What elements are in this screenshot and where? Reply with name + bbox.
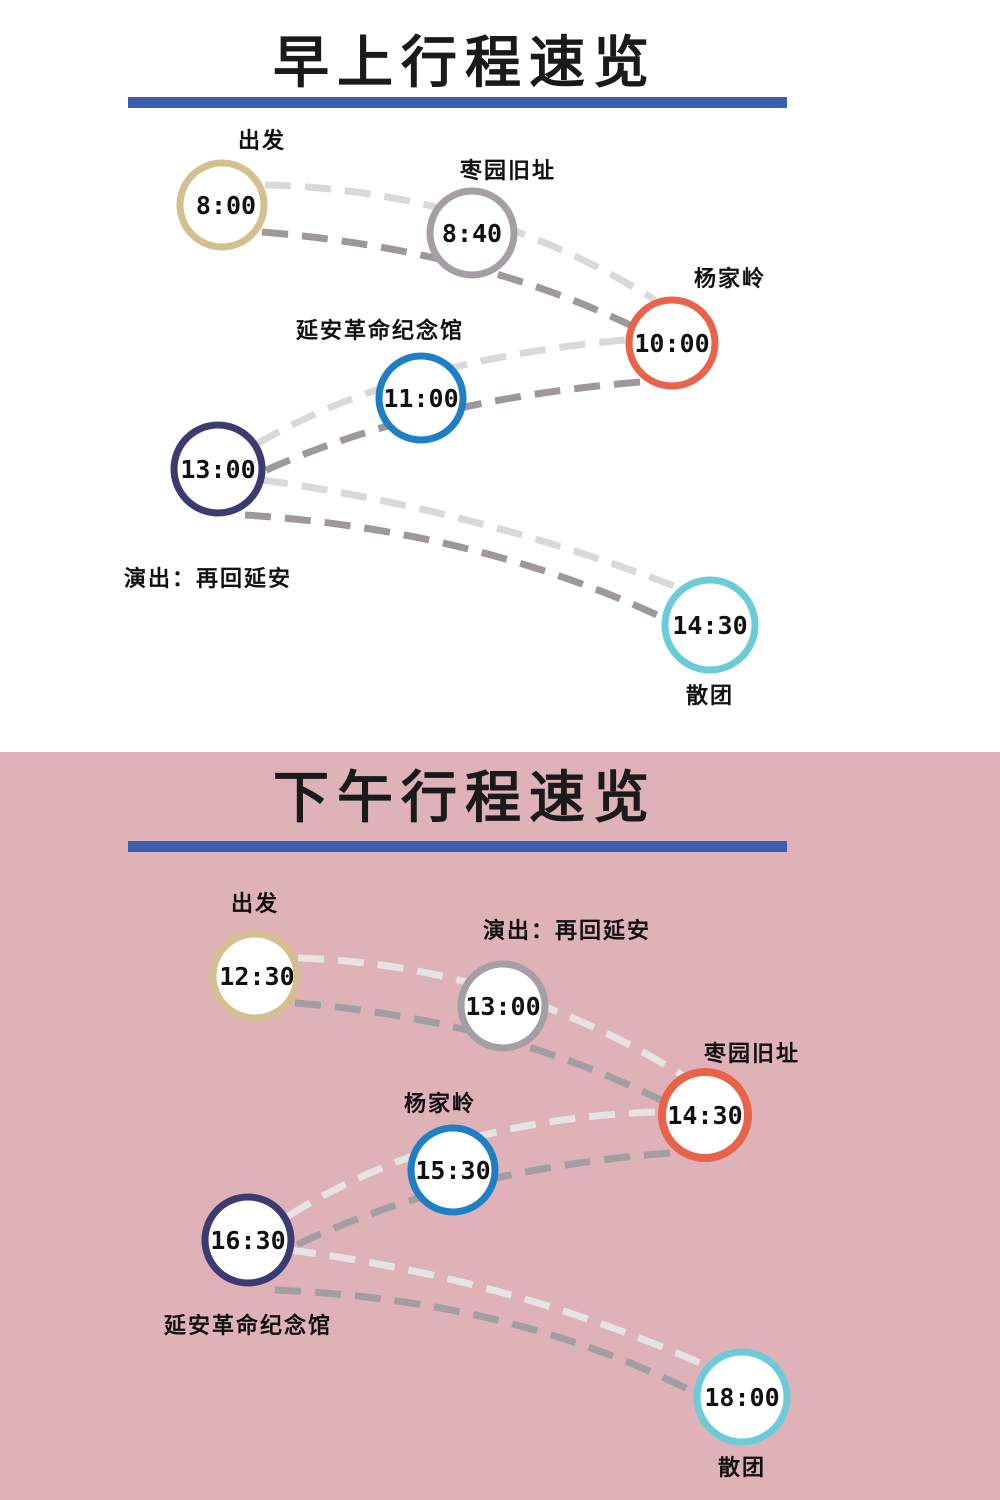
stop-label: 枣园旧址	[459, 159, 556, 184]
svg-text:12:30: 12:30	[219, 962, 294, 991]
stop-label: 出发	[231, 891, 279, 917]
svg-text:8:40: 8:40	[442, 219, 502, 248]
afternoon-diagram: 下午行程速览 12:30 13:00 14:30 15:30 16:30 18:…	[128, 766, 800, 1481]
route-line-light	[261, 476, 692, 596]
stop-label: 散团	[718, 1456, 766, 1481]
stop-node: 13:00	[170, 421, 266, 517]
stop-label: 延安革命纪念馆	[295, 318, 464, 344]
svg-text:11:00: 11:00	[383, 384, 458, 413]
svg-text:18:00: 18:00	[704, 1383, 779, 1412]
stop-node: 11:00	[375, 352, 467, 444]
svg-text:15:30: 15:30	[415, 1156, 490, 1185]
title-underline	[128, 97, 787, 108]
title-underline	[128, 841, 787, 852]
stop-label: 枣园旧址	[703, 1042, 800, 1067]
stop-node: 15:30	[407, 1124, 499, 1216]
stop-label: 演出：再回延安	[124, 566, 292, 592]
stop-node: 10:00	[625, 296, 719, 390]
svg-text:13:00: 13:00	[465, 992, 540, 1021]
afternoon-section: 下午行程速览 12:30 13:00 14:30 15:30 16:30 18:…	[0, 752, 1000, 1500]
route-line-light	[289, 1246, 722, 1376]
route-line-dark	[274, 1286, 707, 1402]
route-line-dark	[244, 511, 674, 626]
morning-title: 早上行程速览	[273, 31, 657, 96]
morning-diagram: 早上行程速览 8:00 8:40 10:00 11:00 13:00 14:30…	[124, 31, 787, 709]
stop-label: 出发	[238, 128, 286, 154]
stop-node: 12:30	[209, 930, 301, 1022]
stop-label: 散团	[686, 684, 734, 709]
stop-label: 杨家岭	[404, 1091, 476, 1117]
stop-node: 8:00	[176, 159, 268, 251]
stop-label: 演出：再回延安	[483, 918, 651, 944]
stop-node: 13:00	[457, 960, 549, 1052]
stop-node: 14:30	[661, 576, 759, 674]
afternoon-title: 下午行程速览	[273, 766, 657, 831]
svg-text:8:00: 8:00	[196, 191, 256, 220]
stop-label: 杨家岭	[694, 266, 766, 292]
stop-label: 延安革命纪念馆	[163, 1313, 332, 1339]
svg-text:14:30: 14:30	[667, 1101, 742, 1130]
stop-node: 8:40	[426, 187, 518, 279]
stop-node: 16:30	[201, 1193, 295, 1287]
stop-node: 14:30	[658, 1068, 752, 1162]
svg-text:16:30: 16:30	[210, 1226, 285, 1255]
svg-text:10:00: 10:00	[634, 329, 709, 358]
stop-node: 18:00	[693, 1348, 791, 1446]
svg-text:14:30: 14:30	[672, 611, 747, 640]
svg-text:13:00: 13:00	[180, 455, 255, 484]
morning-section: 早上行程速览 8:00 8:40 10:00 11:00 13:00 14:30…	[123, 31, 787, 709]
